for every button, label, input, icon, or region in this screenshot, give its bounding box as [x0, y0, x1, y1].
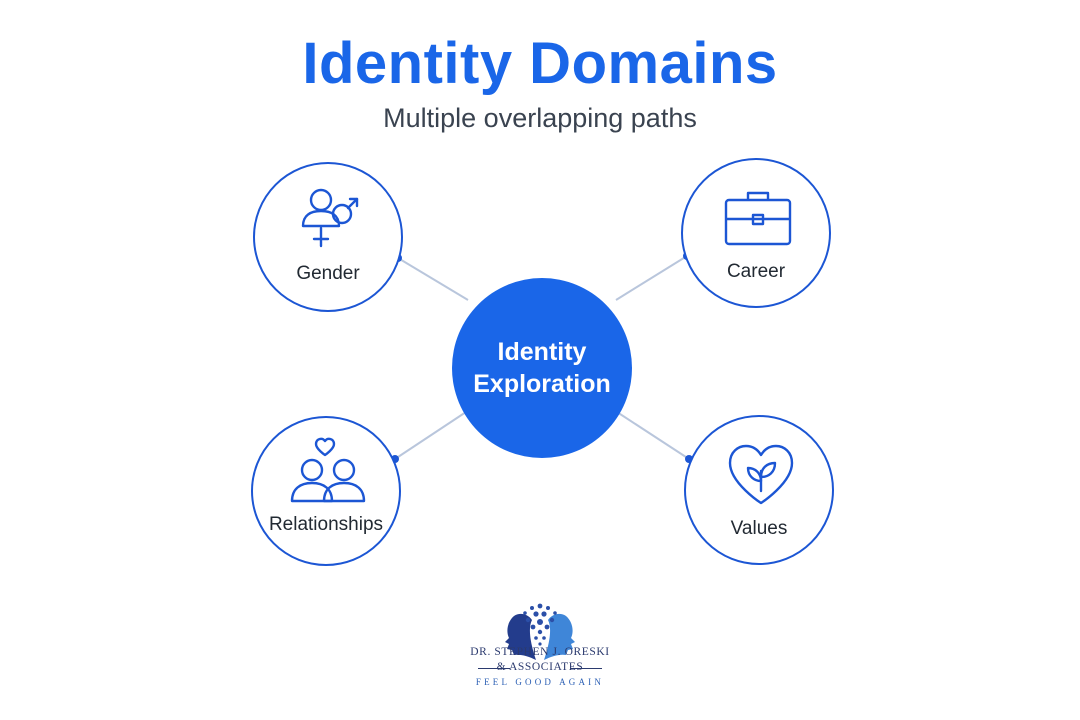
brand-logo-tagline: FEEL GOOD AGAIN	[475, 677, 605, 687]
briefcase-icon	[724, 191, 792, 246]
couple-heart-icon	[290, 437, 366, 503]
brand-logo-rule-left	[478, 668, 510, 669]
connector-gender	[397, 257, 469, 301]
connector-relationships	[394, 411, 467, 460]
page-title: Identity Domains	[302, 31, 778, 96]
domain-label-values: Values	[730, 518, 788, 539]
domain-label-relationships: Relationships	[268, 514, 384, 535]
brand-logo-associates: & ASSOCIATES	[496, 661, 584, 673]
page-subtitle: Multiple overlapping paths	[383, 103, 697, 133]
domain-label-career: Career	[726, 261, 786, 282]
connector-career	[615, 255, 688, 301]
domain-label-gender: Gender	[296, 263, 360, 284]
center-hub: Identity Exploration	[452, 278, 632, 458]
center-hub-line2: Exploration	[473, 370, 611, 398]
brand-logo-mark	[505, 603, 575, 660]
domain-node-values: Values	[684, 415, 834, 565]
domain-node-gender: Gender	[253, 162, 403, 312]
domain-node-relationships: Relationships	[251, 416, 401, 566]
connector-values	[616, 411, 690, 460]
brand-logo-rule-right	[570, 668, 602, 669]
gender-icon	[301, 188, 359, 248]
heart-leaf-icon	[728, 444, 794, 505]
brand-logo-name: DR. STEPHEN J. ORESKI	[470, 646, 610, 658]
center-hub-line1: Identity	[497, 338, 587, 366]
domain-node-career: Career	[681, 158, 831, 308]
